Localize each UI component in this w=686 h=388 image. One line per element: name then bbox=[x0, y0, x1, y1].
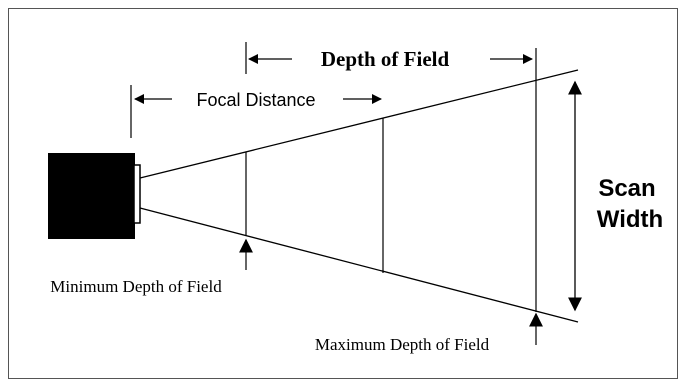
min-depth-label: Minimum Depth of Field bbox=[50, 277, 222, 296]
beam-bottom bbox=[139, 207, 579, 323]
max-depth-label: Maximum Depth of Field bbox=[315, 335, 490, 354]
beam-top bbox=[139, 69, 579, 179]
scan-width-label-line2: Width bbox=[597, 206, 663, 233]
scanner-body bbox=[48, 153, 135, 239]
scanner-window bbox=[133, 164, 141, 224]
depth-of-field-label: Depth of Field bbox=[321, 47, 450, 71]
scan-width-label-line1: Scan bbox=[598, 175, 655, 202]
diagram-frame bbox=[8, 8, 678, 379]
focal-distance-label: Focal Distance bbox=[196, 90, 315, 110]
